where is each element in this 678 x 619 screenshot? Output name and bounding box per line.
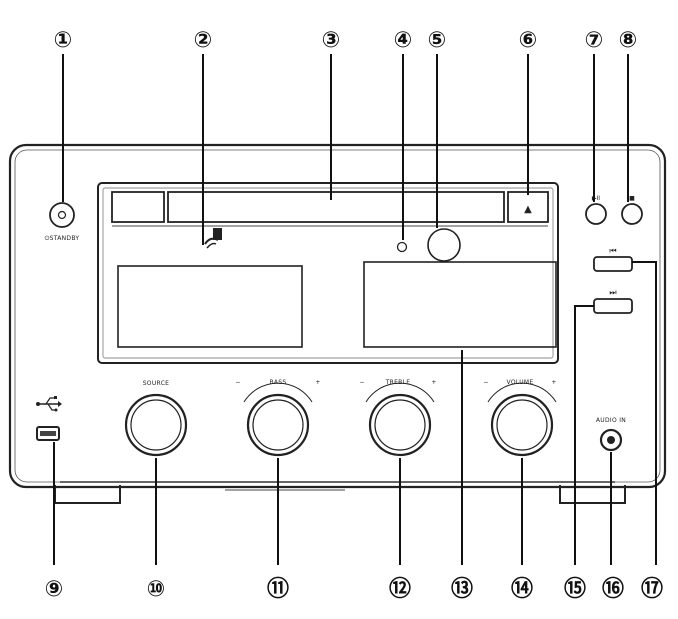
remote-sensor [427, 228, 461, 262]
audio-in-group: AUDIO IN [596, 417, 626, 452]
skip-buttons: ⏮ ⏭ [593, 246, 633, 314]
callout-2: ② [194, 28, 213, 53]
callout-10: ⑩ [147, 577, 166, 602]
callout-5: ⑤ [428, 28, 447, 53]
treble-knob[interactable] [368, 393, 432, 457]
callout-4: ④ [394, 28, 413, 53]
standby-button-center [57, 210, 67, 220]
treble-knob-inner [374, 399, 426, 451]
callout-12: ⑫ [389, 576, 411, 602]
volume-minus: − [483, 379, 488, 386]
callout-15: ⑮ [564, 576, 586, 602]
standby-label: ⏻STANDBY [45, 235, 80, 242]
audio-in-jack-hole [607, 436, 615, 444]
device-body [8, 143, 667, 504]
callout-7: ⑦ [585, 28, 604, 53]
volume-knob[interactable] [490, 393, 554, 457]
leader-17 [632, 261, 657, 565]
treble-scale-arc [365, 382, 435, 403]
eject-symbol: ▲ [524, 204, 532, 215]
callout-9: ⑨ [45, 577, 64, 602]
source-knob-group: SOURCE [124, 380, 188, 457]
bass-knob[interactable] [246, 393, 310, 457]
play-pause-symbol: ▶II [592, 195, 600, 202]
callout-16: ⑯ [602, 576, 624, 602]
tray-left-block [111, 191, 165, 223]
callout-17: ⑰ [641, 576, 663, 602]
right-foot [559, 485, 626, 504]
treble-knob-group: − TREBLE + [359, 379, 436, 457]
stop-button[interactable] [621, 203, 643, 225]
indicator-led [396, 241, 408, 253]
usb-icon [36, 396, 62, 412]
callout-3: ③ [322, 28, 341, 53]
usb-port-group [36, 396, 62, 441]
volume-scale-arc [487, 382, 557, 403]
callout-13: ⑬ [451, 576, 473, 602]
callout-11: ⑪ [267, 576, 289, 602]
source-knob[interactable] [124, 393, 188, 457]
play-pause-button[interactable] [585, 203, 607, 225]
treble-label: TREBLE [385, 379, 411, 386]
bass-knob-inner [252, 399, 304, 451]
disc-tray-slot[interactable] [167, 191, 505, 223]
leader-15 [574, 305, 594, 565]
bass-label: BASS [269, 379, 286, 386]
treble-plus: + [431, 379, 436, 386]
next-symbol: ⏭ [609, 288, 616, 297]
right-display-window [363, 261, 557, 348]
standby-button[interactable] [49, 202, 75, 228]
volume-plus: + [551, 379, 556, 386]
nfc-logo-icon [204, 228, 222, 249]
callout-1: ① [54, 28, 73, 53]
knobs: SOURCE − BASS + − TREBLE + − VOLUME + [124, 379, 557, 457]
volume-knob-inner [496, 399, 548, 451]
callout-numbers: ① ② ③ ④ ⑤ ⑥ ⑦ ⑧ ⑨ ⑩ ⑪ ⑫ ⑬ ⑭ ⑮ ⑯ ⑰ [45, 28, 663, 602]
volume-knob-group: − VOLUME + [483, 379, 557, 457]
volume-label: VOLUME [507, 379, 534, 386]
treble-minus: − [359, 379, 364, 386]
next-track-button[interactable] [593, 298, 633, 314]
callout-8: ⑧ [619, 28, 638, 53]
prev-track-button[interactable] [593, 256, 633, 272]
front-panel: ▲ [97, 182, 559, 364]
source-label: SOURCE [143, 380, 170, 387]
left-display-window [117, 265, 303, 348]
bass-knob-group: − BASS + [235, 379, 320, 457]
standby-control: ⏻STANDBY [45, 202, 80, 242]
leader-lines [53, 54, 657, 565]
bass-plus: + [315, 379, 320, 386]
transport-buttons: ▶II ■ [585, 195, 643, 225]
callout-6: ⑥ [519, 28, 538, 53]
source-knob-inner [130, 399, 182, 451]
bass-scale-arc [243, 382, 313, 403]
stop-symbol: ■ [629, 195, 635, 202]
outer-chassis [8, 143, 667, 489]
audio-in-label: AUDIO IN [596, 417, 626, 424]
usb-port-contacts [40, 431, 56, 436]
front-panel-inner [102, 187, 554, 359]
bass-minus: − [235, 379, 240, 386]
callout-14: ⑭ [511, 576, 533, 602]
prev-symbol: ⏮ [609, 246, 616, 255]
front-panel-frame [97, 182, 559, 364]
